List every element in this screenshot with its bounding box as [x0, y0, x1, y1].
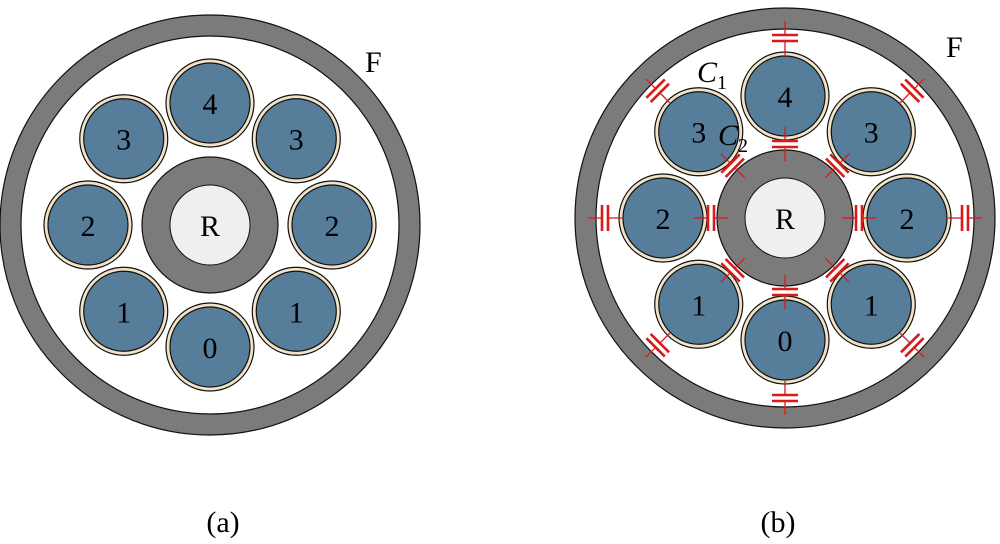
conductor-4: 4 — [165, 58, 255, 148]
capacitor-icon — [772, 381, 798, 415]
capacitor-icon — [824, 257, 850, 283]
conductor-body — [255, 270, 337, 352]
core — [744, 177, 826, 259]
capacitance-main: C — [718, 119, 739, 152]
conductor-label: 2 — [81, 210, 96, 243]
conductor-4: 4 — [740, 51, 830, 141]
conductor-1: 1 — [251, 266, 341, 356]
conductor-body — [169, 62, 251, 144]
conductor-1: 1 — [79, 266, 169, 356]
conductor-1: 1 — [826, 259, 916, 349]
conductor-2: 2 — [43, 180, 133, 270]
conductor-label: 1 — [864, 289, 879, 322]
capacitor-icon — [694, 205, 728, 231]
capacitance-label-c2: C2 — [718, 119, 748, 157]
capacitor-icon — [824, 153, 850, 179]
capacitance-main: C — [697, 56, 718, 89]
capacitor-icon — [899, 332, 925, 358]
conductor-2: 2 — [862, 173, 952, 263]
capacitor-group — [588, 21, 982, 415]
capacitor-icon — [948, 205, 982, 231]
capacitor-icon — [772, 127, 798, 161]
conductor-label: 2 — [656, 203, 671, 236]
capacitor-icon — [645, 78, 671, 104]
conductor-3: 3 — [251, 94, 341, 184]
conductor-body — [47, 184, 129, 266]
conductor-label: 3 — [289, 124, 304, 157]
panel-a: 4 3 2 1 0 1 2 3 R F (a) — [0, 14, 421, 539]
panel-b-caption: (b) — [761, 506, 796, 539]
conductor-label: 3 — [691, 117, 706, 150]
capacitor-icon — [899, 78, 925, 104]
conductor-2: 2 — [287, 180, 377, 270]
conductor-label: 2 — [325, 210, 340, 243]
panel-a-caption: (a) — [206, 506, 239, 539]
conductor-label: 4 — [203, 88, 218, 121]
conductor-body — [83, 98, 165, 180]
conductor-label: 1 — [116, 296, 131, 329]
capacitor-icon — [772, 21, 798, 55]
capacitor-icon — [720, 153, 746, 179]
conductor-label: 0 — [778, 325, 793, 358]
conductor-label: 1 — [691, 289, 706, 322]
conductor-label: 2 — [900, 203, 915, 236]
conductor-label: 3 — [116, 124, 131, 157]
conductor-0: 0 — [165, 302, 255, 392]
conductor-body — [255, 98, 337, 180]
capacitance-label-c1: C1 — [697, 56, 727, 94]
conductor-body — [658, 263, 740, 345]
core — [169, 184, 251, 266]
conductor-0: 0 — [740, 295, 830, 385]
capacitance-subscript: 2 — [738, 135, 748, 157]
capacitor-icon — [645, 332, 671, 358]
sheath-label: F — [365, 46, 382, 79]
conductor-label: 4 — [778, 81, 793, 114]
core-label: R — [200, 210, 220, 243]
conductor-body — [830, 91, 912, 173]
capacitor-icon — [842, 205, 876, 231]
conductor-label: 3 — [864, 117, 879, 150]
conductor-label: 0 — [203, 332, 218, 365]
capacitance-subscript: 1 — [717, 72, 727, 94]
capacitor-icon — [720, 257, 746, 283]
conductor-3: 3 — [79, 94, 169, 184]
conductor-body — [83, 270, 165, 352]
sheath-label: F — [946, 31, 963, 64]
conductor-body — [169, 306, 251, 388]
conductor-group: 4 3 2 1 0 1 2 3 — [43, 58, 377, 392]
conductor-body — [830, 263, 912, 345]
capacitor-icon — [588, 205, 622, 231]
conductor-label: 1 — [289, 296, 304, 329]
conductor-2: 2 — [618, 173, 708, 263]
capacitor-icon — [772, 275, 798, 309]
conductor-body — [658, 91, 740, 173]
conductor-body — [291, 184, 373, 266]
core-label: R — [775, 203, 795, 236]
